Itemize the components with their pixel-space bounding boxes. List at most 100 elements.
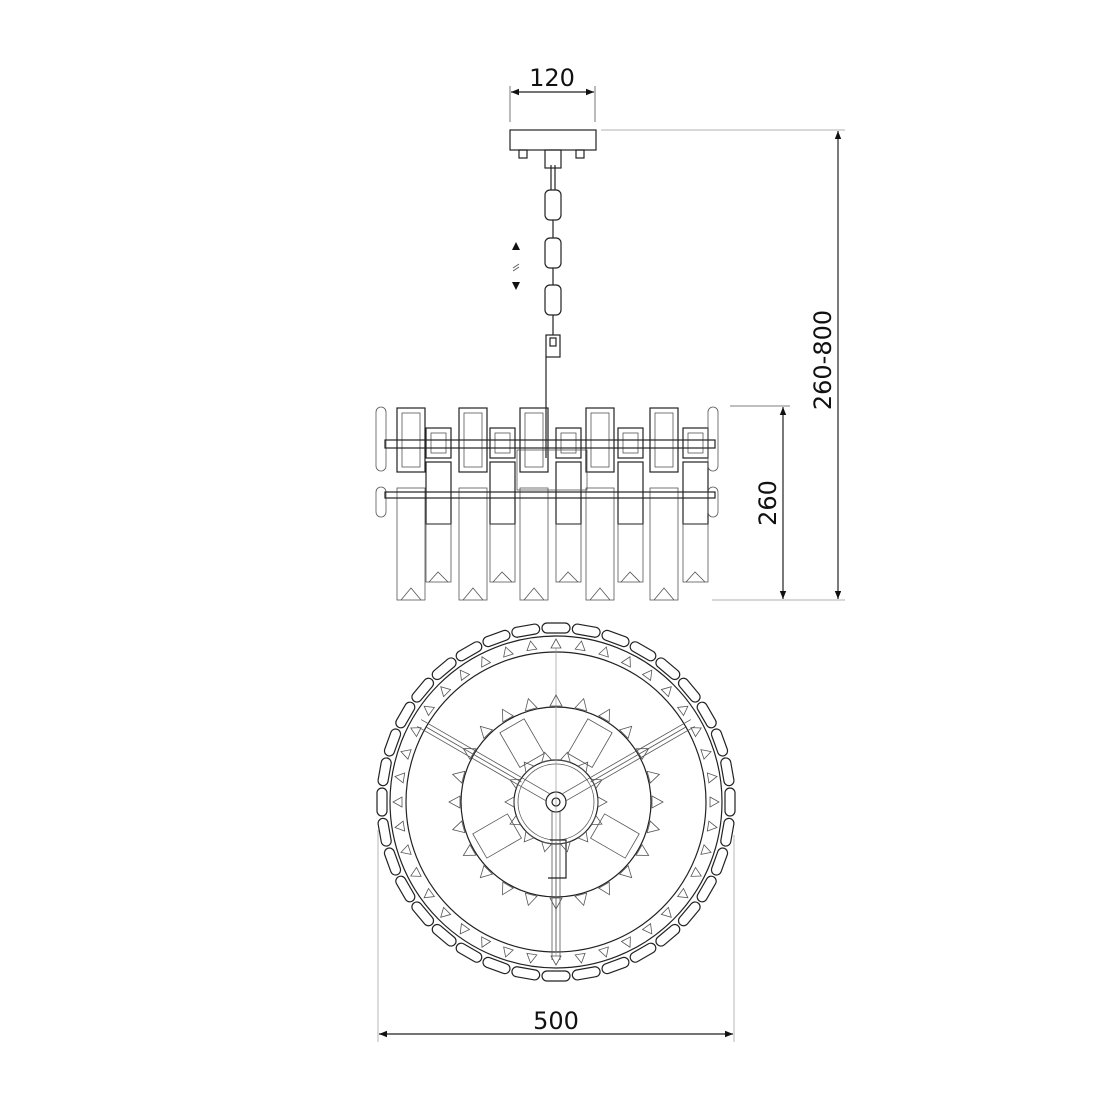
outer-prism: [598, 946, 609, 958]
outer-prism: [503, 946, 514, 958]
outer-crystal: [677, 677, 701, 703]
square-crystal-inner: [430, 432, 447, 454]
outer-prism: [440, 686, 452, 698]
outer-prism: [641, 669, 653, 682]
outer-prism: [394, 772, 406, 784]
outer-crystal: [571, 623, 601, 638]
outer-crystal: [724, 787, 736, 817]
dimension-label-body-height: 260: [754, 480, 782, 526]
lower-crystal: [555, 523, 582, 583]
crystal-tip: [462, 587, 484, 601]
outer-crystal: [710, 728, 729, 757]
outer-crystal: [377, 757, 392, 787]
canopy: [509, 129, 597, 169]
square-crystal-inner: [687, 432, 704, 454]
inner-prism: [574, 697, 588, 712]
outer-crystal: [696, 875, 717, 903]
outer-prism: [676, 705, 689, 717]
outer-prism: [423, 705, 436, 717]
crystal-tip: [492, 571, 513, 583]
outer-prism: [641, 922, 653, 935]
outer-prism: [410, 866, 422, 877]
center-prism: [577, 830, 589, 843]
lower-crystal: [425, 523, 452, 583]
center-prism: [541, 751, 553, 763]
square-crystal-inner: [560, 432, 577, 454]
dimension-diameter: 500: [377, 830, 735, 1042]
outer-crystal: [601, 629, 630, 648]
outer-prism: [660, 906, 672, 918]
inner-prism: [618, 725, 633, 740]
outer-crystal: [720, 757, 735, 787]
inner-prism: [479, 864, 494, 879]
dimension-canopy-width: 120: [509, 64, 596, 122]
inner-prism: [462, 844, 477, 856]
inner-prism: [598, 708, 610, 723]
inner-prism: [524, 697, 538, 712]
outer-crystal: [482, 629, 511, 648]
frame-arms: [416, 718, 696, 960]
square-crystal: [617, 427, 644, 459]
outer-prism: [709, 796, 720, 808]
crystal-tip: [558, 571, 579, 583]
outer-crystal: [431, 923, 457, 947]
arm: [590, 726, 687, 783]
outer-crystal: [571, 966, 601, 981]
outer-prism: [481, 656, 492, 668]
inner-prism: [502, 708, 514, 723]
center-prism: [509, 814, 521, 826]
lower-crystal: [489, 523, 516, 583]
outer-crystal: [696, 701, 717, 729]
outer-prism: [400, 844, 412, 855]
outer-prism: [503, 646, 514, 658]
crystal-tip: [523, 587, 545, 601]
lamp-holder: [472, 813, 522, 859]
outer-crystal: [720, 817, 735, 847]
dimension-label-total-height: 260-800: [809, 310, 837, 410]
lamp-holder: [548, 839, 567, 879]
crystal-tip: [589, 587, 611, 601]
inner-prism: [462, 748, 477, 760]
outer-crystal: [376, 787, 388, 817]
square-crystal-inner: [622, 432, 639, 454]
top-view: [376, 622, 736, 982]
crystal-tip: [653, 587, 675, 601]
side-crystals: [375, 406, 719, 601]
outer-prism: [700, 749, 712, 760]
dimension-body-height: 260: [730, 405, 790, 599]
center-prism: [559, 841, 571, 853]
inner-prism: [635, 748, 650, 760]
crystal-tip: [428, 571, 449, 583]
outer-crystal: [383, 847, 402, 876]
outer-prism: [526, 640, 538, 652]
arm: [562, 719, 692, 794]
adjustable-height-icon: [512, 242, 520, 290]
square-crystal: [425, 427, 452, 459]
inner-prism: [549, 694, 563, 707]
square-crystal: [489, 427, 516, 459]
outer-crystal: [655, 923, 681, 947]
inner-prism: [618, 864, 633, 879]
arm: [416, 726, 546, 801]
outer-prism: [550, 638, 562, 649]
inner-prism: [549, 897, 563, 910]
outer-prism: [706, 772, 718, 784]
center-prism: [541, 841, 553, 853]
top-crystals: [376, 622, 736, 982]
outer-crystal: [629, 942, 657, 963]
outer-prism: [526, 952, 538, 964]
center-prism: [591, 814, 603, 826]
outer-crystal: [411, 901, 435, 927]
outer-crystal: [601, 956, 630, 975]
outer-crystal: [677, 901, 701, 927]
edge-crystal: [375, 406, 387, 472]
long-crystal: [458, 487, 488, 601]
arm: [566, 726, 696, 801]
lower-crystal: [617, 523, 644, 583]
outer-crystal: [411, 677, 435, 703]
outer-prism: [574, 640, 586, 652]
outer-crystal: [431, 657, 457, 681]
long-crystal: [396, 487, 426, 601]
mid-crystal: [617, 461, 644, 525]
lamp-holder: [499, 718, 545, 768]
